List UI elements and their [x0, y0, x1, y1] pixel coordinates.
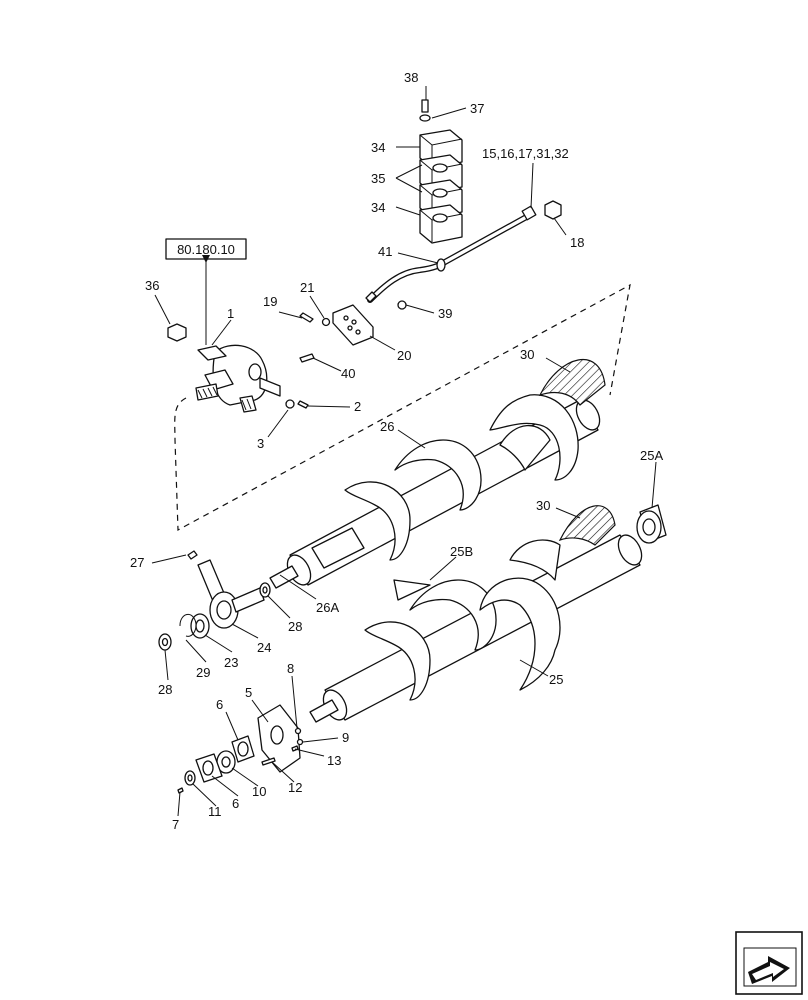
reference-box[interactable]: 80.180.10 [165, 238, 247, 260]
callout-30-lower: 30 [536, 498, 550, 513]
flange-6-lower [195, 753, 223, 783]
callout-21: 21 [300, 280, 314, 295]
collar-11 [184, 770, 196, 786]
bolt-40 [299, 353, 315, 363]
leader-lines [151, 86, 657, 817]
callout-7: 7 [172, 817, 179, 832]
washer-28-lower [158, 633, 172, 651]
callout-5: 5 [245, 685, 252, 700]
callout-19: 19 [263, 294, 277, 309]
callout-28-right: 28 [288, 619, 302, 634]
callout-30-upper: 30 [520, 347, 534, 362]
callout-25A: 25A [640, 448, 663, 463]
plate-5 [257, 704, 301, 773]
callout-10: 10 [252, 784, 266, 799]
callout-9: 9 [342, 730, 349, 745]
bearing-10 [216, 750, 236, 774]
callout-labels: 38 37 34 35 34 15,16,17,31,32 18 41 36 1… [130, 70, 663, 832]
callout-36: 36 [145, 278, 159, 293]
auger-25 [309, 505, 643, 723]
screw-7 [177, 787, 184, 794]
callout-26A: 26A [316, 600, 339, 615]
callout-13: 13 [327, 753, 341, 768]
callout-34-upper: 34 [371, 140, 385, 155]
next-page-arrow-icon[interactable] [735, 931, 803, 995]
callout-40: 40 [341, 366, 355, 381]
callout-34-lower: 34 [371, 200, 385, 215]
washer-21 [321, 317, 331, 327]
callout-6-lower: 6 [232, 796, 239, 811]
auger-26 [269, 358, 606, 589]
callout-6-upper: 6 [216, 697, 223, 712]
callout-20: 20 [397, 348, 411, 363]
reference-box-label: 80.180.10 [177, 242, 235, 257]
callout-23: 23 [224, 655, 238, 670]
bolt-12 [261, 757, 276, 766]
washer-9 [296, 738, 304, 746]
tube-41 [365, 205, 537, 303]
nut-18 [544, 200, 562, 220]
plate-20 [332, 304, 374, 346]
nut-39 [397, 300, 407, 310]
callout-8: 8 [287, 661, 294, 676]
callout-26: 26 [380, 419, 394, 434]
washer-28-upper [259, 582, 271, 598]
callout-29: 29 [196, 665, 210, 680]
washer-3 [285, 399, 295, 409]
bolt-38 [419, 99, 431, 122]
callout-24: 24 [257, 640, 271, 655]
callout-15-16-17-31-32: 15,16,17,31,32 [482, 146, 569, 161]
callout-12: 12 [288, 780, 302, 795]
callout-38: 38 [404, 70, 418, 85]
callout-11: 11 [208, 804, 222, 819]
bolt-27 [187, 550, 198, 560]
gearbox-1 [195, 344, 281, 413]
nut-36 [167, 323, 187, 342]
callout-39: 39 [438, 306, 452, 321]
nut-8 [294, 727, 302, 735]
callout-1: 1 [227, 306, 234, 321]
bolt-2 [297, 400, 309, 409]
bolt-19 [299, 312, 314, 323]
callout-2: 2 [354, 399, 361, 414]
callout-3: 3 [257, 436, 264, 451]
callout-28-left: 28 [158, 682, 172, 697]
nut-13 [291, 745, 299, 752]
callout-27: 27 [130, 555, 144, 570]
callout-37: 37 [470, 101, 484, 116]
callout-25: 25 [549, 672, 563, 687]
arm-24 [197, 559, 265, 629]
bearing-25A [636, 504, 667, 544]
triangle-marker-25B [393, 579, 431, 601]
flange-6-upper [231, 735, 255, 763]
snap-ring-29 [179, 613, 197, 637]
group-boundary [174, 283, 631, 531]
callout-35: 35 [371, 171, 385, 186]
clamp-block-stack [419, 129, 463, 244]
callout-25B: 25B [450, 544, 473, 559]
callout-41: 41 [378, 244, 392, 259]
callout-18: 18 [570, 235, 584, 250]
